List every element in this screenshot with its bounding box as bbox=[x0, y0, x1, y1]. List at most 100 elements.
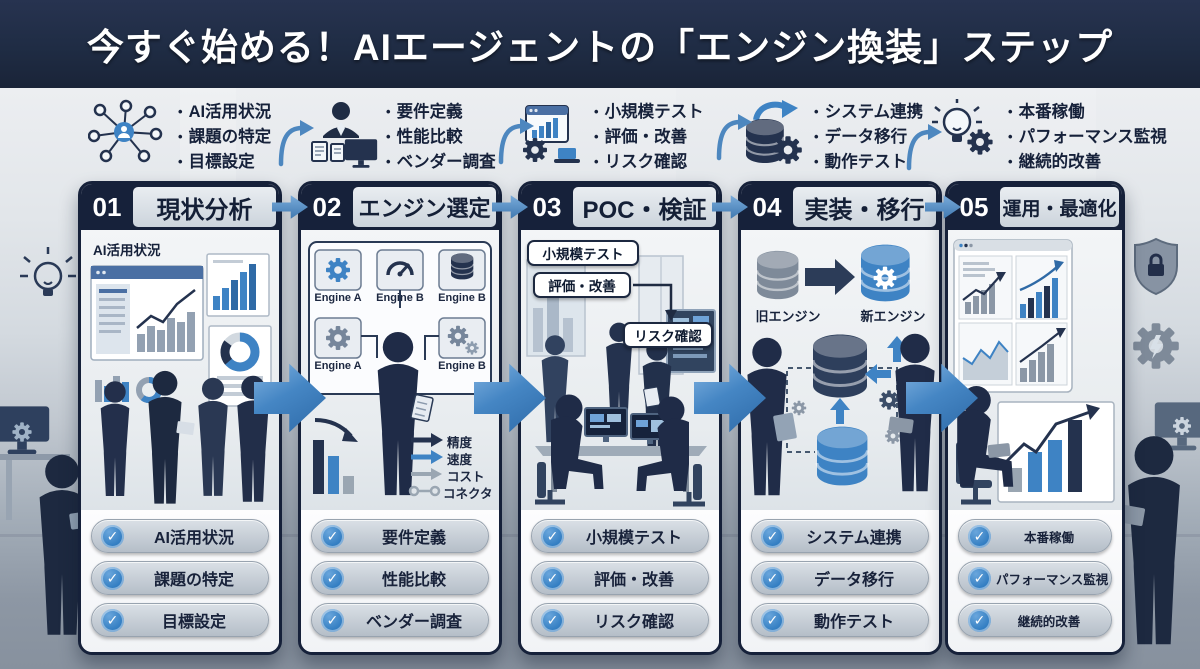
checklist: 本番稼働 パフォーマンス監視 継続的改善 bbox=[948, 510, 1122, 652]
monitors bbox=[584, 407, 670, 444]
check-icon bbox=[761, 608, 784, 632]
checklist-pill: データ移行 bbox=[751, 561, 929, 595]
step-illustration: 旧エンジン 新エンジン bbox=[741, 230, 939, 510]
vendor-review-icon bbox=[311, 102, 378, 168]
checklist-pill: AI活用状況 bbox=[91, 519, 269, 553]
step-title: POC・検証 bbox=[573, 187, 716, 227]
curved-arrow-icon bbox=[716, 114, 752, 161]
check-icon bbox=[968, 566, 991, 590]
step-number: 03 bbox=[532, 191, 562, 222]
engine-tile-label: Engine A bbox=[314, 292, 362, 304]
step-header: 05 運用・最適化 bbox=[948, 184, 1122, 230]
checklist: 要件定義 性能比較 ベンダー調査 bbox=[301, 510, 499, 652]
seated-people bbox=[535, 394, 705, 507]
checklist-pill: 課題の特定 bbox=[91, 561, 269, 595]
step-header: 03 POC・検証 bbox=[521, 184, 719, 230]
annotation-item: データ移行 bbox=[814, 125, 923, 150]
engine-tile-label: Engine B bbox=[438, 292, 486, 304]
callout-bubble: 小規模テスト bbox=[527, 240, 639, 266]
check-icon bbox=[541, 608, 564, 632]
people-silhouettes bbox=[100, 370, 269, 504]
checklist-pill: 要件定義 bbox=[311, 519, 489, 553]
annotation-group-1: AI活用状況 課題の特定 目標設定 bbox=[88, 98, 271, 175]
bubble-connector bbox=[633, 283, 677, 321]
new-engine-label: 新エンジン bbox=[860, 309, 926, 324]
checklist-pill: 目標設定 bbox=[91, 603, 269, 637]
step-card-03: 03 POC・検証 bbox=[518, 181, 722, 655]
checklist: 小規模テスト 評価・改善 リスク確認 bbox=[521, 510, 719, 652]
annotation-list: 要件定義 性能比較 ベンダー調査 bbox=[386, 100, 496, 175]
checklist-pill: システム連携 bbox=[751, 519, 929, 553]
check-icon bbox=[321, 608, 344, 632]
check-icon bbox=[321, 524, 344, 548]
check-icon bbox=[101, 608, 124, 632]
annotation-group-2: 要件定義 性能比較 ベンダー調査 bbox=[308, 98, 496, 175]
step-illustration: AI活用状況 bbox=[81, 230, 279, 510]
criteria-arrows bbox=[408, 433, 443, 497]
check-icon bbox=[968, 524, 991, 548]
dashboard-window bbox=[953, 239, 1073, 393]
step-number: 05 bbox=[959, 191, 989, 222]
step-illustration: Engine A Engine B Engine B Engine A Engi… bbox=[301, 230, 499, 510]
check-icon bbox=[968, 608, 991, 632]
step-header: 01 現状分析 bbox=[81, 184, 279, 230]
old-to-new-engine bbox=[755, 243, 911, 303]
checklist-label: 評価・改善 bbox=[593, 572, 674, 589]
checklist-pill: ベンダー調査 bbox=[311, 603, 489, 637]
database-icon bbox=[450, 252, 474, 281]
annotation-item: 性能比較 bbox=[386, 125, 496, 150]
annotation-item: 継続的改善 bbox=[1008, 150, 1167, 175]
step-number: 04 bbox=[752, 191, 782, 222]
engine-selection-graphic bbox=[308, 241, 492, 497]
page-title: 今すぐ始める！AIエージェントの「エンジン換装」ステップ bbox=[86, 27, 1114, 68]
mini-charts bbox=[95, 376, 162, 403]
annotation-group-4: システム連携 データ移行 動作テスト bbox=[742, 98, 923, 175]
criteria-label: コネクタ bbox=[443, 487, 493, 501]
checklist-label: パフォーマンス監視 bbox=[996, 572, 1109, 587]
annotation-group-3: 小規模テスト 評価・改善 リスク確認 bbox=[522, 98, 704, 175]
checklist-label: 性能比較 bbox=[381, 572, 446, 589]
checklist-label: システム連携 bbox=[806, 530, 902, 547]
person-silhouette bbox=[377, 331, 434, 496]
checklist: システム連携 データ移行 動作テスト bbox=[741, 510, 939, 652]
annotation-item: システム連携 bbox=[814, 100, 924, 125]
step-number: 02 bbox=[312, 191, 342, 222]
check-icon bbox=[101, 524, 124, 548]
checklist-label: 目標設定 bbox=[161, 614, 226, 631]
step-header: 04 実装・移行 bbox=[741, 184, 939, 230]
gear-icon bbox=[879, 390, 899, 410]
callout-bubble: 評価・改善 bbox=[533, 272, 631, 298]
annotation-group-5: 本番稼働 パフォーマンス監視 継続的改善 bbox=[930, 98, 1167, 175]
step-title: 実装・移行 bbox=[793, 187, 936, 227]
checklist-label: AI活用状況 bbox=[153, 530, 234, 547]
check-icon bbox=[541, 524, 564, 548]
check-icon bbox=[321, 566, 344, 590]
annotation-list: 小規模テスト 評価・改善 リスク確認 bbox=[594, 100, 704, 175]
step-title: エンジン選定 bbox=[353, 187, 496, 227]
seated-person-silhouette bbox=[956, 386, 1014, 505]
annotation-item: 要件定義 bbox=[386, 100, 496, 125]
curved-arrow-icon bbox=[906, 124, 942, 171]
criteria-label: 精度 bbox=[447, 436, 473, 450]
checklist-pill: リスク確認 bbox=[531, 603, 709, 637]
engine-tile-label: Engine A bbox=[314, 360, 362, 372]
step-title: 現状分析 bbox=[133, 187, 276, 227]
step-header: 02 エンジン選定 bbox=[301, 184, 499, 230]
operations-graphic bbox=[953, 239, 1115, 505]
checklist-label: ベンダー調査 bbox=[365, 614, 462, 631]
comparison-bars bbox=[313, 418, 358, 494]
background-people bbox=[541, 322, 672, 454]
desk-monitor-icon bbox=[0, 406, 70, 520]
gear-icon bbox=[791, 400, 807, 416]
check-icon bbox=[761, 524, 784, 548]
people-silhouettes bbox=[747, 333, 935, 496]
dashboard-window bbox=[90, 265, 204, 361]
checklist-label: 要件定義 bbox=[381, 530, 446, 547]
annotation-item: 小規模テスト bbox=[594, 100, 704, 125]
checklist-pill: パフォーマンス監視 bbox=[958, 561, 1112, 595]
step-card-02: 02 エンジン選定 bbox=[298, 181, 502, 655]
criteria-label: コスト bbox=[447, 470, 485, 484]
checklist: AI活用状況 課題の特定 目標設定 bbox=[81, 510, 279, 652]
annotation-item: ベンダー調査 bbox=[386, 150, 496, 175]
annotation-list: システム連携 データ移行 動作テスト bbox=[814, 100, 924, 175]
